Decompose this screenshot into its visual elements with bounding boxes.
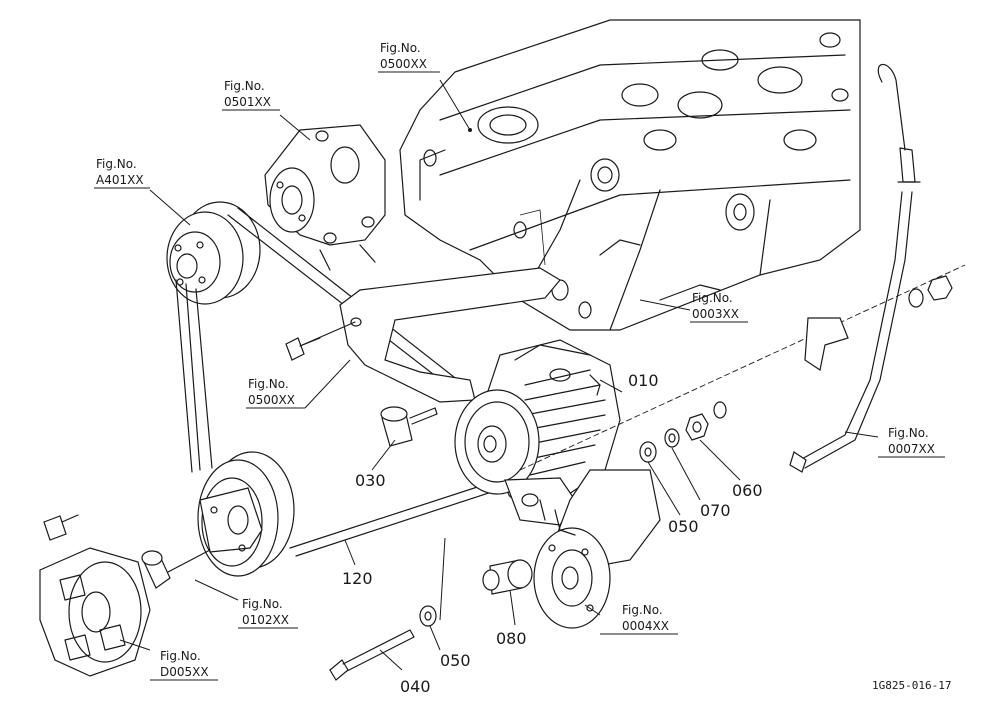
crank-pulley (197, 451, 295, 577)
ref-coupling-line1: Fig.No. (160, 649, 201, 663)
ref-gear-case[interactable]: Fig.No. 0004XX (600, 603, 678, 635)
leader-lines (119, 79, 879, 671)
part-070[interactable]: 070 (700, 501, 731, 520)
ref-dipstick-line2: 0007XX (888, 442, 935, 456)
ref-fan-pulley[interactable]: Fig.No. A401XX (94, 157, 150, 189)
crank-bolt (141, 549, 211, 589)
ref-coupling-line2: D005XX (160, 665, 209, 679)
ref-water-pump-line2: 0501XX (224, 95, 271, 109)
water-pump (264, 124, 386, 271)
alternator (454, 339, 621, 526)
bolt-030 (380, 406, 438, 447)
part-080[interactable]: 080 (496, 629, 527, 648)
lock-washer-070 (664, 428, 680, 448)
nut-060 (685, 413, 709, 441)
ref-cyl-head[interactable]: Fig.No. 0500XX (378, 41, 440, 73)
ref-head-cover-line2: 0003XX (692, 307, 739, 321)
cylinder-head (399, 19, 861, 331)
ref-cyl-head-line2: 0500XX (380, 57, 427, 71)
part-050[interactable]: 050 (668, 517, 699, 536)
dipstick (789, 63, 953, 473)
ref-head-cover[interactable]: Fig.No. 0003XX (690, 291, 748, 323)
drive-belt (175, 207, 511, 557)
spacer-080 (482, 559, 533, 595)
washer-right (713, 401, 727, 419)
ref-bracket-line1: Fig.No. (248, 377, 289, 391)
part-050-lower[interactable]: 050 (440, 651, 471, 670)
part-060[interactable]: 060 (732, 481, 763, 500)
coupling (39, 514, 151, 677)
part-120[interactable]: 120 (342, 569, 373, 588)
part-010[interactable]: 010 (628, 371, 659, 390)
ref-gear-case-line2: 0004XX (622, 619, 669, 633)
ref-dipstick-line1: Fig.No. (888, 426, 929, 440)
assembly-axis (519, 264, 966, 471)
ref-crank-pulley-line1: Fig.No. (242, 597, 283, 611)
part-040[interactable]: 040 (400, 677, 431, 696)
ref-crank-pulley-line2: 0102XX (242, 613, 289, 627)
ref-coupling[interactable]: Fig.No. D005XX (150, 649, 218, 681)
ref-bracket-line2: 0500XX (248, 393, 295, 407)
bracket-bolt (285, 337, 321, 361)
bolt-040 (329, 629, 415, 681)
ref-dipstick[interactable]: Fig.No. 0007XX (878, 426, 945, 458)
ref-water-pump-line1: Fig.No. (224, 79, 265, 93)
ref-crank-pulley[interactable]: Fig.No. 0102XX (238, 597, 298, 629)
ref-bracket[interactable]: Fig.No. 0500XX (246, 377, 305, 409)
alternator-bracket (299, 209, 561, 403)
figure-code: 1G825-016-17 (872, 679, 951, 692)
ref-cyl-head-line1: Fig.No. (380, 41, 421, 55)
ref-head-cover-line1: Fig.No. (692, 291, 733, 305)
ref-gear-case-line1: Fig.No. (622, 603, 663, 617)
washer-050 (639, 441, 657, 463)
gear-case (533, 469, 661, 629)
ref-water-pump[interactable]: Fig.No. 0501XX (222, 79, 280, 111)
ref-fan-pulley-line1: Fig.No. (96, 157, 137, 171)
part-030[interactable]: 030 (355, 471, 386, 490)
washer-050-lower (419, 605, 437, 627)
ref-fan-pulley-line2: A401XX (96, 173, 144, 187)
fan-pulley (166, 201, 261, 305)
